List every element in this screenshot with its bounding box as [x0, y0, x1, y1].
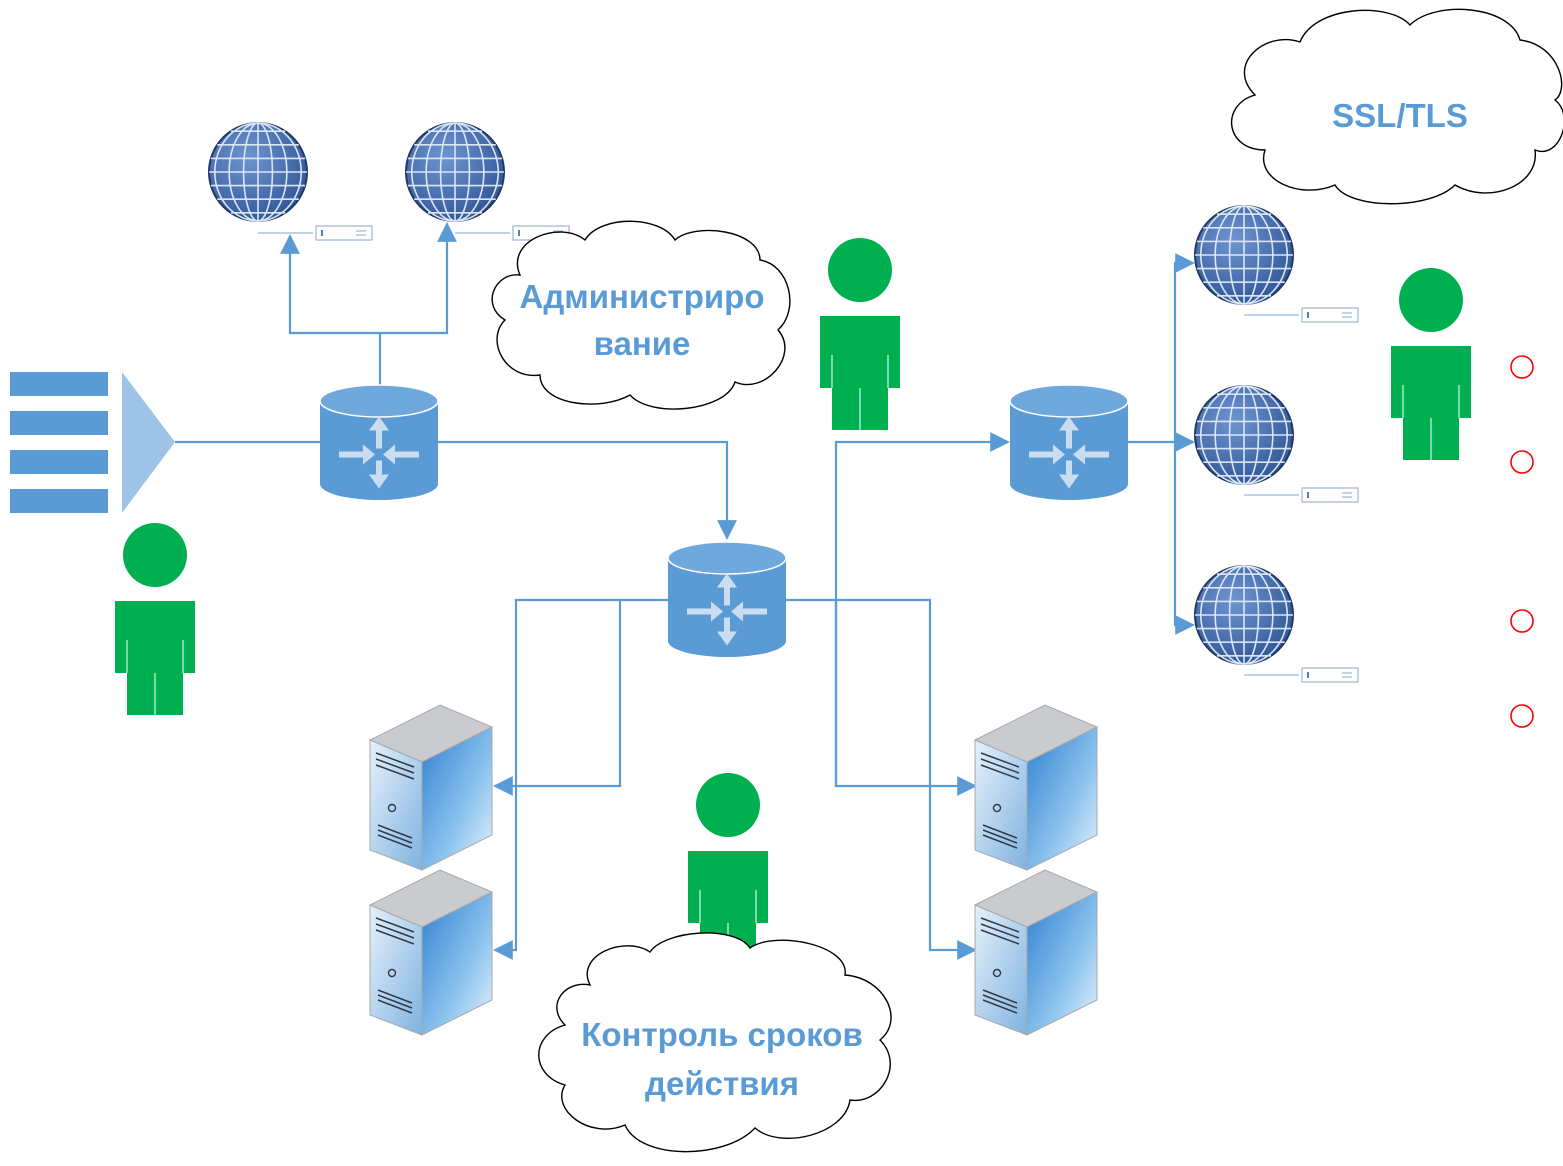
bullet-markers — [1510, 355, 1534, 728]
link-router2-server-rb — [836, 598, 977, 960]
list-input-icon — [10, 372, 175, 513]
globe-icon — [1194, 565, 1294, 665]
cloud-administration: Администриро вание — [491, 220, 791, 410]
bullet-circle — [1510, 704, 1534, 728]
user-icon — [1391, 268, 1471, 460]
cloud-control-line2: действия — [645, 1065, 799, 1102]
link-router2-server-rt — [786, 598, 977, 796]
bullet-circle — [1510, 355, 1534, 379]
bullet-circle — [1510, 450, 1534, 474]
cloud-ssl-label: SSL/TLS — [1332, 97, 1468, 134]
bullet-circle — [1510, 609, 1534, 633]
network-device-icon — [1244, 487, 1359, 503]
globe-icon — [208, 122, 308, 222]
cloud-expiry-control: Контроль сроков действия — [538, 932, 892, 1153]
link-router3-globe-r1 — [1128, 253, 1195, 444]
router-icon — [1009, 384, 1129, 500]
network-device-icon — [258, 225, 373, 241]
link-router2-server-lt — [493, 598, 668, 796]
globe-icon — [1194, 205, 1294, 305]
cloud-control-line1: Контроль сроков — [581, 1016, 863, 1053]
link-router1-globe2 — [380, 222, 457, 335]
connections — [175, 222, 1195, 960]
globe-icon — [405, 122, 505, 222]
cloud-admin-line1: Администриро — [520, 278, 765, 315]
link-router1-router2 — [437, 440, 737, 540]
user-icon — [115, 523, 195, 715]
link-router3-globe-r3 — [1173, 442, 1195, 635]
network-device-icon — [1244, 307, 1359, 323]
cloud-ssl: SSL/TLS — [1231, 8, 1563, 205]
server-icon — [368, 704, 494, 871]
link-servers-router3 — [834, 432, 1010, 786]
globe-icon — [1194, 385, 1294, 485]
server-icon — [973, 704, 1099, 871]
server-icon — [368, 869, 494, 1036]
router-icon — [667, 541, 787, 657]
user-icon — [820, 238, 900, 430]
router-icon — [319, 384, 439, 500]
cloud-admin-line2: вание — [594, 325, 691, 362]
link-router1-globe1 — [280, 234, 382, 385]
network-device-icon — [1244, 667, 1359, 683]
server-icon — [973, 869, 1099, 1036]
link-router2-server-lb — [493, 598, 620, 960]
